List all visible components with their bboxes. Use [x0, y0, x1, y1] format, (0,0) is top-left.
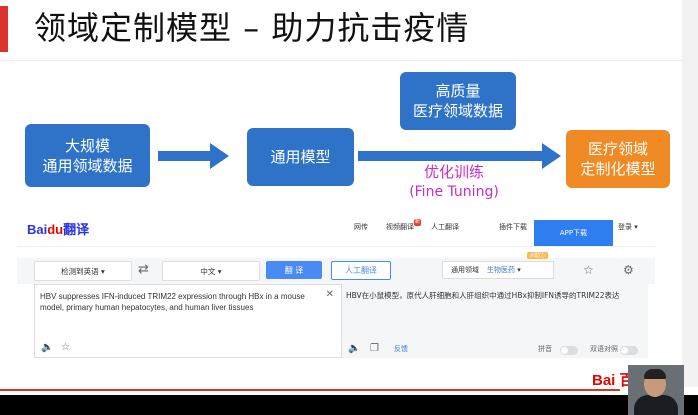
source-language-select[interactable]: 检测到英语 ▾ [34, 261, 132, 281]
flow-box-general-model: 通用模型 [247, 128, 354, 186]
app-download-button[interactable]: APP下载 [534, 220, 613, 246]
translate-button[interactable]: 翻 译 [266, 261, 322, 279]
baidu-translate-panel: Baidu翻译 网传 视频翻译 新 人工翻译 插件下载 APP下载 登录 ▾ 检… [17, 210, 655, 370]
arrow-right-long-icon [358, 143, 561, 169]
presenter-body [634, 395, 678, 415]
title-bar: 领域定制模型 – 助力抗击疫情 [0, 0, 698, 62]
swap-languages-icon[interactable]: ⇄ [138, 262, 149, 277]
translate-navbar: Baidu翻译 网传 视频翻译 新 人工翻译 插件下载 APP下载 登录 ▾ [17, 210, 655, 247]
flow-box-medical-data: 高质量 医疗领域数据 [400, 72, 516, 130]
settings-icon[interactable]: ⚙ [623, 263, 634, 277]
star-icon[interactable]: ☆ [61, 342, 70, 353]
divider [0, 60, 698, 61]
domain-select[interactable]: 通用领域生物医药 ▾ [442, 261, 554, 279]
presenter-hair [644, 369, 666, 379]
flow-box-label: 医疗领域数据 [412, 102, 503, 120]
flow-box-label: 高质量 [435, 82, 481, 100]
flow-box-label: 通用模型 [270, 148, 331, 166]
ai-assist-badge: AI助力 [527, 252, 548, 259]
nav-link[interactable]: 网传 [354, 223, 368, 231]
source-text-pane[interactable]: HBV suppresses IFN-induced TRIM22 expres… [34, 284, 342, 358]
flow-box-label: 定制化模型 [580, 160, 656, 178]
baidu-translate-logo[interactable]: Baidu翻译 [27, 222, 90, 237]
bilingual-label: 双语对照 [590, 345, 618, 353]
bilingual-toggle[interactable] [620, 346, 638, 355]
human-translate-button[interactable]: 人工翻译 [331, 261, 391, 280]
bottom-strip [0, 387, 698, 395]
slide-title: 领域定制模型 – 助力抗击疫情 [34, 9, 470, 47]
nav-human-translate[interactable]: 人工翻译 [431, 223, 459, 231]
new-badge: 新 [414, 219, 421, 226]
source-textarea[interactable]: HBV suppresses IFN-induced TRIM22 expres… [40, 292, 305, 312]
flow-box-general-data: 大规模 通用领域数据 [25, 124, 150, 187]
pinyin-toggle[interactable] [560, 346, 578, 355]
speaker-icon[interactable]: 🔈 [348, 343, 361, 354]
translate-toolbar: 检测到英语 ▾ ⇄ 中文 ▾ 翻 译 人工翻译 通用领域生物医药 ▾ AI助力 … [17, 252, 655, 284]
target-text-pane: HBV在小鼠模型，原代人肝细胞和人肝组织中通过HBx抑制IFN诱导的TRIM22… [342, 284, 648, 358]
flow-box-medical-model: 医疗领域 定制化模型 [566, 130, 670, 188]
arrow-right-icon [158, 143, 229, 169]
fine-tuning-label: 优化训练 (Fine Tuning) [392, 162, 516, 202]
nav-video-translate[interactable]: 视频翻译 [386, 223, 414, 231]
feedback-link[interactable]: 反馈 [394, 345, 408, 353]
copy-icon[interactable]: ❐ [370, 343, 379, 354]
login-link[interactable]: 登录 ▾ [618, 223, 638, 231]
target-language-select[interactable]: 中文 ▾ [162, 261, 260, 281]
collect-icon[interactable]: ☆ [583, 263, 594, 277]
flow-box-label: 通用领域数据 [42, 156, 133, 175]
clear-icon[interactable]: ✕ [325, 289, 334, 300]
right-margin [682, 0, 698, 388]
fine-tuning-cn: 优化训练 [423, 163, 484, 181]
presenter-webcam [628, 365, 684, 415]
footer-accent-line [0, 389, 620, 391]
pinyin-label: 拼音 [538, 345, 552, 353]
title-accent [0, 6, 8, 52]
speaker-icon[interactable]: 🔈 [41, 342, 54, 353]
flow-box-label: 医疗领域 [587, 140, 648, 158]
fine-tuning-en: (Fine Tuning) [409, 184, 499, 200]
nav-plugin-download[interactable]: 插件下载 [499, 223, 527, 231]
flow-box-label: 大规模 [64, 136, 110, 155]
video-bottom-bar [0, 395, 698, 415]
translated-text: HBV在小鼠模型，原代人肝细胞和人肝组织中通过HBx抑制IFN诱导的TRIM22… [346, 291, 620, 300]
